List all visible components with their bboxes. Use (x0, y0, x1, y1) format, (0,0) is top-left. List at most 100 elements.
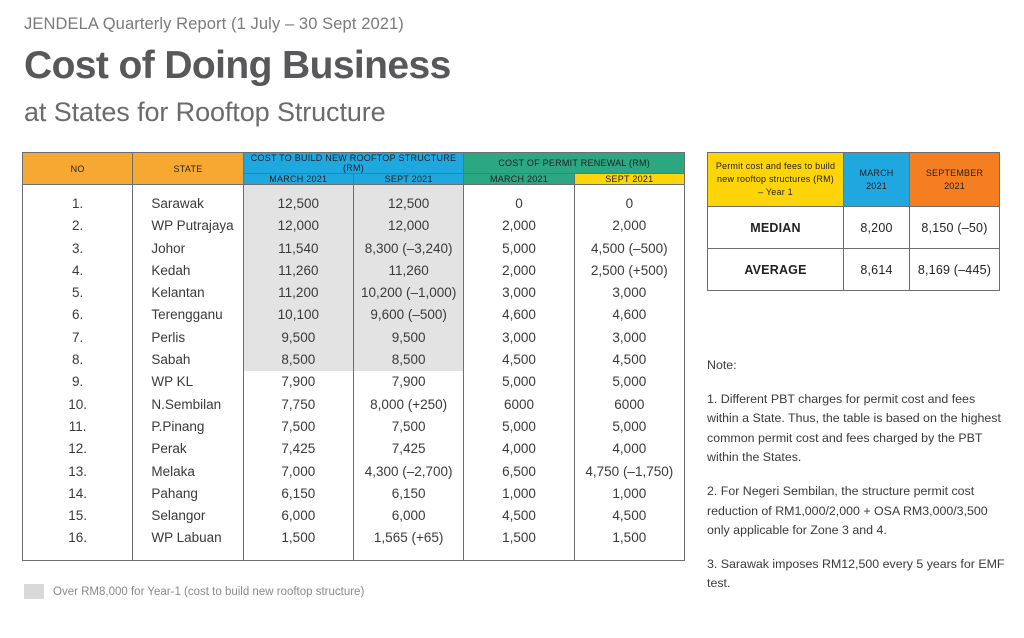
summary-cell-march: 8,614 (843, 248, 910, 292)
cell-no: 8. (21, 349, 134, 372)
notes-block: Note: 1. Different PBT charges for permi… (707, 356, 1007, 594)
note-item: 1. Different PBT charges for permit cost… (707, 391, 1001, 465)
cell-renewal-sept: 4,600 (573, 304, 686, 327)
cell-build-sept: 8,000 (+250) (352, 393, 465, 416)
col-group-header-renewal: COST OF PERMIT RENEWAL (RM) (463, 152, 685, 174)
cell-no: 14. (21, 482, 134, 506)
cell-no: 11. (21, 415, 134, 439)
legend-swatch-icon (24, 584, 44, 599)
cell-renewal-sept: 3,000 (573, 326, 686, 350)
cell-renewal-march: 1,000 (463, 482, 575, 506)
cell-no: 2. (21, 215, 134, 238)
cell-state: WP Putrajaya (132, 215, 244, 238)
cell-build-march: 12,000 (242, 215, 354, 238)
cell-state: Sabah (132, 349, 244, 372)
summary-cell-september: 8,150 (–50) (909, 206, 1000, 250)
cell-build-sept: 7,900 (352, 371, 465, 394)
col-header-build-march: MARCH 2021 (242, 173, 354, 185)
summary-cell-label: MEDIAN (707, 206, 844, 250)
cell-state: Terengganu (132, 304, 244, 327)
cell-state: Selangor (132, 505, 244, 528)
cell-no: 15. (21, 505, 134, 528)
notes-list: 1. Different PBT charges for permit cost… (707, 390, 1007, 594)
cell-build-sept: 12,500 (352, 184, 465, 216)
cell-state: N.Sembilan (132, 393, 244, 416)
cell-state: Kedah (132, 259, 244, 283)
cell-renewal-march: 4,500 (463, 505, 575, 528)
cell-renewal-sept: 4,750 (–1,750) (573, 460, 686, 483)
cell-build-march: 7,425 (242, 438, 354, 461)
cell-build-sept: 9,600 (–500) (352, 304, 465, 327)
cell-build-sept: 11,260 (352, 259, 465, 283)
cell-build-sept: 8,500 (352, 349, 465, 372)
cell-no: 9. (21, 371, 134, 394)
cost-table-header-row-1: NO STATE COST TO BUILD NEW ROOFTOP STRUC… (21, 152, 685, 185)
cell-build-march: 11,200 (242, 282, 354, 305)
cell-build-march: 12,500 (242, 184, 354, 216)
page-subtitle: at States for Rooftop Structure (24, 97, 386, 127)
cell-no: 6. (21, 304, 134, 327)
cell-build-march: 6,150 (242, 482, 354, 506)
summary-table-head: Permit cost and fees to build new roofto… (707, 151, 1000, 208)
cell-state: WP Labuan (132, 527, 244, 561)
col-group-header-build: COST TO BUILD NEW ROOFTOP STRUCTURE (RM) (242, 152, 465, 174)
cell-no: 3. (21, 237, 134, 260)
cell-state: Pahang (132, 482, 244, 506)
cell-renewal-sept: 4,000 (573, 438, 686, 461)
cell-renewal-sept: 5,000 (573, 415, 686, 439)
cell-renewal-march: 6,500 (463, 460, 575, 483)
cell-renewal-sept: 2,500 (+500) (573, 259, 686, 283)
col-header-renewal-sept: SEPT 2021 (573, 173, 686, 185)
cell-build-sept: 7,425 (352, 438, 465, 461)
cell-renewal-march: 6000 (463, 393, 575, 416)
cell-renewal-sept: 0 (573, 184, 686, 216)
cell-build-march: 10,100 (242, 304, 354, 327)
cell-renewal-march: 4,600 (463, 304, 575, 327)
summary-header-september: SEPTEMBER 2021 (909, 151, 1000, 208)
cell-no: 1. (21, 184, 134, 216)
cell-build-sept: 10,200 (–1,000) (352, 282, 465, 305)
cell-renewal-march: 3,000 (463, 282, 575, 305)
cell-build-sept: 6,000 (352, 505, 465, 528)
col-header-state: STATE (132, 152, 244, 185)
notes-heading: Note: (707, 358, 737, 372)
cost-table-head: NO STATE COST TO BUILD NEW ROOFTOP STRUC… (21, 152, 686, 185)
note-item: 2. For Negeri Sembilan, the structure pe… (707, 483, 988, 538)
cell-no: 4. (21, 259, 134, 283)
summary-table: Permit cost and fees to build new roofto… (707, 151, 1000, 292)
summary-header-row: Permit cost and fees to build new roofto… (707, 151, 1000, 208)
cell-build-march: 11,260 (242, 259, 354, 283)
cell-build-march: 11,540 (242, 237, 354, 260)
cell-no: 10. (21, 393, 134, 416)
legend: Over RM8,000 for Year-1 (cost to build n… (24, 584, 364, 599)
cell-renewal-march: 2,000 (463, 215, 575, 238)
cell-renewal-march: 2,000 (463, 259, 575, 283)
cell-state: Kelantan (132, 282, 244, 305)
cell-no: 16. (21, 527, 134, 561)
cell-renewal-march: 0 (463, 184, 575, 216)
cell-state: Melaka (132, 460, 244, 483)
cell-renewal-sept: 1,000 (573, 482, 686, 506)
cell-build-march: 9,500 (242, 326, 354, 350)
cell-build-march: 7,000 (242, 460, 354, 483)
summary-header-label: Permit cost and fees to build new roofto… (707, 151, 844, 208)
cell-renewal-sept: 1,500 (573, 527, 686, 561)
cell-build-march: 7,750 (242, 393, 354, 416)
cell-build-march: 8,500 (242, 349, 354, 372)
cell-renewal-march: 4,500 (463, 349, 575, 372)
summary-header-march: MARCH 2021 (843, 151, 910, 208)
